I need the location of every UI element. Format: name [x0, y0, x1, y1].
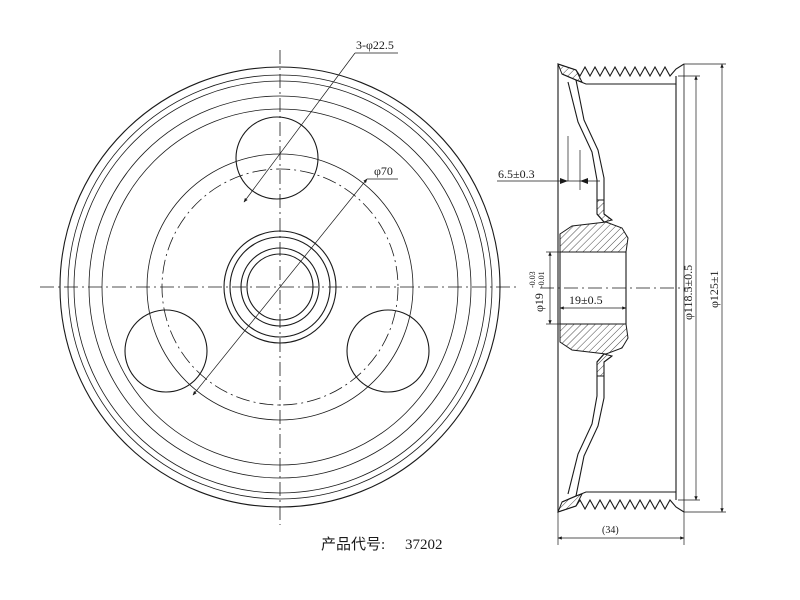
bore-tol-lower: -0.01 — [537, 271, 546, 288]
front-view: 3-φ22.5 φ70 — [40, 38, 520, 525]
hub-section-upper — [559, 221, 629, 253]
lightening-hole-left — [124, 309, 208, 393]
bore-dim-main: φ19 — [532, 293, 546, 312]
offset-arrow-right — [580, 178, 588, 184]
pcd-callout: φ70 — [374, 164, 393, 178]
holes-leader-line — [243, 52, 356, 203]
offset-dim-text: 6.5±0.3 — [498, 167, 535, 181]
product-code-label: 产品代号: — [321, 536, 385, 553]
lower-web-outer — [575, 355, 613, 497]
hub-section-lower — [559, 323, 629, 355]
section-view: 6.5±0.3 φ19 -0.03 -0.01 19±0.5 φ118.5±0.… — [497, 63, 726, 545]
top-rim-section — [557, 63, 583, 83]
holes-callout: 3-φ22.5 — [356, 38, 394, 52]
outer-dia-dim-text: φ125±1 — [707, 270, 721, 308]
hub-length-dim-text: 19±0.5 — [569, 293, 603, 307]
groove-dia-dim-text: φ118.5±0.5 — [681, 265, 695, 320]
bottom-rim-section — [557, 493, 583, 513]
upper-web-outer — [575, 79, 613, 221]
product-code-value: 37202 — [405, 537, 443, 553]
width-dim-text: (34) — [602, 525, 619, 536]
product-code: 产品代号: 37202 — [321, 536, 443, 553]
top-groove-profile — [557, 63, 685, 78]
upper-web-section — [596, 199, 614, 223]
lower-web-section — [596, 353, 614, 377]
offset-arrow-left — [560, 178, 568, 184]
pcd-dimension-line — [192, 178, 368, 396]
lightening-hole-right — [346, 309, 430, 393]
bore-tol-upper: -0.03 — [528, 271, 537, 288]
bottom-groove-profile — [557, 498, 685, 513]
bore-dim-label: φ19 -0.03 -0.01 — [528, 271, 546, 312]
